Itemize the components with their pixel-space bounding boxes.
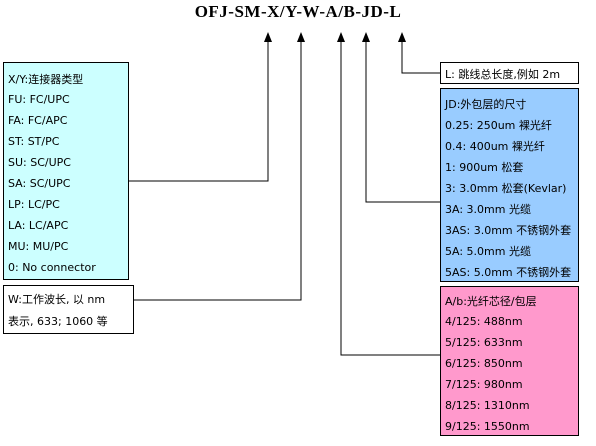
connector-row: LA: LC/APC xyxy=(8,219,69,232)
connector-row: ST: ST/PC xyxy=(8,135,60,148)
connector-row: SU: SC/UPC xyxy=(8,156,71,169)
arrow-w xyxy=(297,32,305,42)
arrow-l xyxy=(398,32,406,42)
jacket-row: 3A: 3.0mm 光缆 xyxy=(445,203,531,216)
core-row: 9/125: 1550nm xyxy=(445,420,530,433)
core-row: 4/125: 488nm xyxy=(445,315,523,328)
core-row: 5/125: 633nm xyxy=(445,336,523,349)
wavelength-row: W:工作波长, 以 nm xyxy=(8,293,106,306)
jacket-row: JD:外包层的尺寸 xyxy=(445,98,527,111)
core-row: 6/125: 850nm xyxy=(445,357,523,370)
line-l xyxy=(401,42,440,74)
wavelength-row: 表示, 633; 1060 等 xyxy=(8,315,108,328)
connector-type-box: X/Y:连接器类型 FU: FC/UPC FA: FC/APC ST: ST/P… xyxy=(3,62,129,280)
jacket-row: 0.25: 250um 裸光纤 xyxy=(445,119,552,132)
arrow-ab xyxy=(337,32,345,42)
connector-row: X/Y:连接器类型 xyxy=(8,73,84,86)
jacket-row: 3AS: 3.0mm 不锈钢外套 xyxy=(445,224,572,237)
connector-row: FA: FC/APC xyxy=(8,114,68,127)
length-row: L: 跳线总长度,例如 2m xyxy=(445,68,561,81)
core-cladding-box: A/b:光纤芯径/包层 4/125: 488nm 5/125: 633nm 6/… xyxy=(440,286,579,436)
connector-row: LP: LC/PC xyxy=(8,198,60,211)
jacket-row: 0.4: 400um 裸光纤 xyxy=(445,140,545,153)
connector-row: 0: No connector xyxy=(8,261,96,274)
connector-row: FU: FC/UPC xyxy=(8,93,70,106)
line-w xyxy=(134,42,302,301)
core-row: A/b:光纤芯径/包层 xyxy=(445,295,537,308)
line-jd xyxy=(365,42,440,203)
length-box: L: 跳线总长度,例如 2m xyxy=(440,62,579,84)
arrow-jd xyxy=(362,32,370,42)
arrow-xy xyxy=(264,32,272,42)
jacket-row: 5A: 5.0mm 光缆 xyxy=(445,245,531,258)
jacket-row: 3: 3.0mm 松套(Kevlar) xyxy=(445,182,567,195)
connector-row: SA: SC/UPC xyxy=(8,177,71,190)
jacket-size-box: JD:外包层的尺寸 0.25: 250um 裸光纤 0.4: 400um 裸光纤… xyxy=(440,88,579,282)
line-ab xyxy=(340,42,440,356)
wavelength-box: W:工作波长, 以 nm 表示, 633; 1060 等 xyxy=(3,285,134,334)
jacket-row: 5AS: 5.0mm 不锈钢外套 xyxy=(445,266,572,279)
core-row: 8/125: 1310nm xyxy=(445,399,530,412)
code-title: OFJ-SM-X/Y-W-A/B-JD-L xyxy=(194,2,402,21)
connector-row: MU: MU/PC xyxy=(8,240,69,253)
line-xy xyxy=(129,42,269,182)
jacket-row: 1: 900um 松套 xyxy=(445,161,524,174)
core-row: 7/125: 980nm xyxy=(445,378,523,391)
